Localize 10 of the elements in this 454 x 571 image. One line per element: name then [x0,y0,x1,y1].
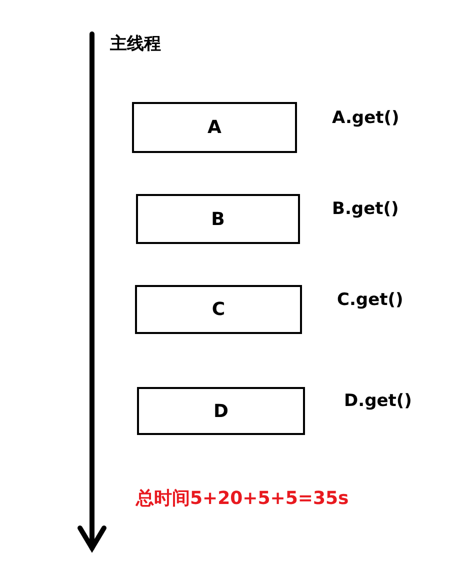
box-label: B [211,208,225,230]
timeline-title: 主线程 [110,33,161,55]
total-time-note: 总时间5+20+5+5=35s [136,487,349,510]
method-call-label: C.get() [337,290,404,310]
box-label: D [214,400,228,422]
method-call-label: B.get() [332,199,399,219]
method-call-label: A.get() [332,108,400,128]
method-call-label: D.get() [344,391,412,411]
box-label: A [208,117,222,138]
box-label: C [212,299,226,320]
